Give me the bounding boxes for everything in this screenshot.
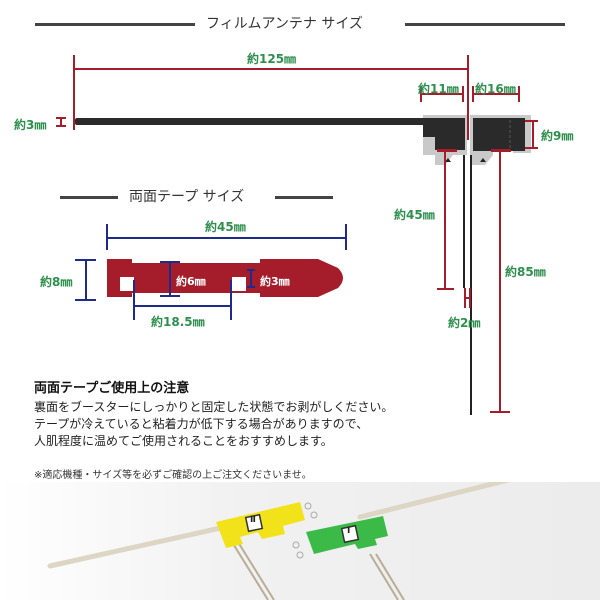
notes-line: テープが冷えていると粘着力が低下する場合がありますので、 [34,417,369,431]
dim-tab-right: 約16㎜ [475,82,516,96]
dim-width: 約3㎜ [14,118,47,132]
tape-dim-inner: 約6㎜ [176,275,206,288]
title-rule-right [405,23,565,26]
film-antenna-title: フィルムアンテナ サイズ [206,16,363,32]
tape-dim-hole: 約3㎜ [260,275,290,288]
tape-title-rule-right [275,196,333,199]
dim-lead-gap: 約2㎜ [448,316,481,330]
tape-dim-spacing: 約18.5㎜ [151,315,205,329]
notes-footnote: ※適応機種・サイズ等を必ずご確認の上ご注文くださいませ。 [34,470,312,481]
product-photo: Ⅱ Ⅰ [0,482,600,600]
green-tab-label: Ⅰ [347,526,351,536]
tape-dim-height: 約8㎜ [40,275,73,289]
notes-body: 裏面をブースターにしっかりと固定した状態でお剥がしください。 テープが冷えている… [34,399,393,450]
notes-line: 人肌程度に温めてご使用されることをおすすめします。 [34,434,333,448]
dim-length: 約125㎜ [247,52,297,66]
dim-tab-left: 約11㎜ [418,82,459,96]
title-rule-left [35,23,195,26]
yellow-tab-label: Ⅱ [250,515,256,525]
notes-line: 裏面をブースターにしっかりと固定した状態でお剥がしください。 [34,400,394,414]
tape-title-rule-left [60,196,118,199]
notes-heading: 両面テープご使用上の注意 [34,381,190,396]
dim-tab-height: 約9㎜ [541,129,574,143]
tape-title: 両面テープ サイズ [129,189,245,205]
dim-lead-long: 約85㎜ [505,265,546,279]
dim-lead-short: 約45㎜ [394,208,435,222]
tape-dim-length: 約45㎜ [205,220,246,234]
